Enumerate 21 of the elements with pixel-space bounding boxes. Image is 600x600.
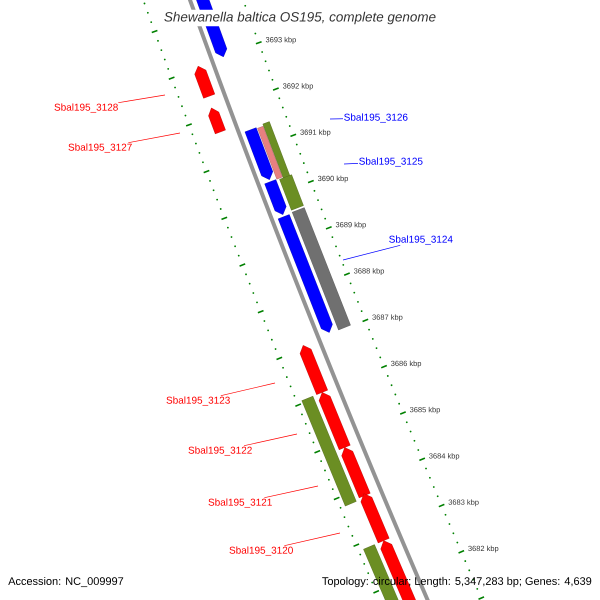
gene-label: Sbal195_3127	[68, 143, 132, 153]
leader-line	[284, 532, 340, 546]
gene-label: Sbal195_3122	[188, 446, 252, 456]
gene-label: Sbal195_3123	[166, 396, 230, 406]
leader-line	[344, 163, 358, 164]
gene-label: Sbal195_3121	[208, 498, 272, 508]
gene-label: Sbal195_3126	[344, 113, 408, 123]
leader-line	[342, 244, 401, 260]
accession-text: Accession: NC_009997	[8, 576, 124, 588]
title: Shewanella baltica OS195, complete genome	[162, 10, 438, 26]
genome-info-text: Topology: circular; Length: 5,347,283 bp; Genes: 4,639	[322, 576, 592, 588]
gene-label: Sbal195_3124	[389, 235, 453, 245]
gene-label: Sbal195_3128	[54, 103, 118, 113]
gene-label: Sbal195_3125	[359, 157, 423, 167]
leader-line	[264, 486, 318, 498]
leader-line	[220, 382, 276, 396]
gene-label: Sbal195_3120	[230, 546, 293, 556]
leader-line	[118, 94, 166, 104]
leader-line	[244, 434, 298, 446]
leader-line	[128, 132, 180, 144]
leader-line	[330, 118, 344, 120]
